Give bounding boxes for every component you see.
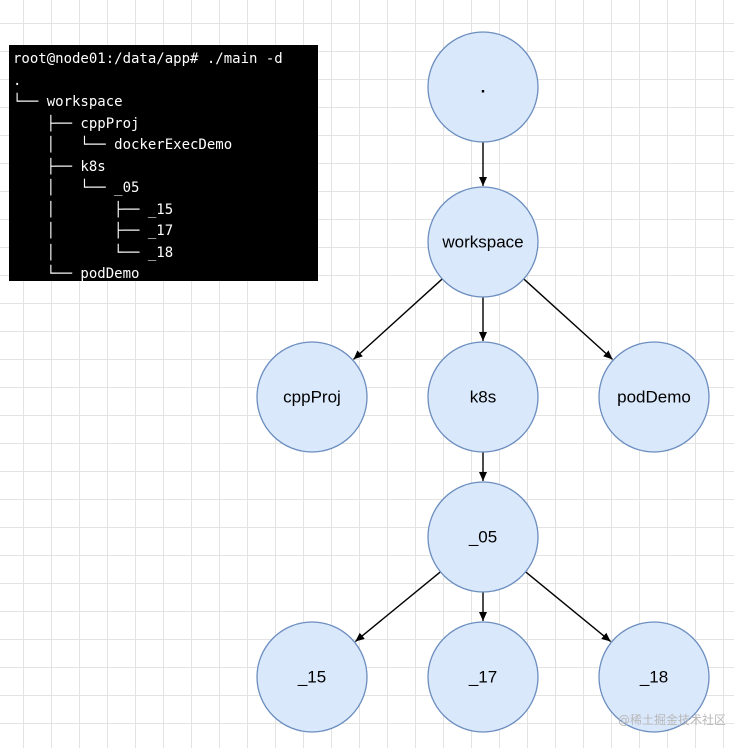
terminal-line: root@node01:/data/app# ./main -d <box>13 51 283 67</box>
terminal-line: │ └── dockerExecDemo <box>13 137 233 153</box>
tree-node-cppProj: cppProj <box>256 341 368 453</box>
terminal-line: └── workspace <box>13 94 123 110</box>
tree-node-15: _15 <box>256 621 368 733</box>
terminal-line: └── podDemo <box>13 266 140 282</box>
terminal-window: root@node01:/data/app# ./main -d . └── w… <box>9 45 318 282</box>
node-circle <box>256 621 368 733</box>
edge-_05-to-_18 <box>525 571 612 643</box>
edge-workspace-to-cppProj <box>353 278 443 360</box>
node-circle <box>427 341 539 453</box>
node-label: k8s <box>470 388 496 407</box>
tree-node-18: _18 <box>598 621 710 733</box>
terminal-line: │ ├── _15 <box>13 201 174 218</box>
tree-node-17: _17 <box>427 621 539 733</box>
node-circle <box>256 341 368 453</box>
terminal-line: │ └── _18 <box>13 244 174 261</box>
tree-node-k8s: k8s <box>427 341 539 453</box>
node-label: podDemo <box>617 388 691 407</box>
node-label: . <box>481 78 486 97</box>
tree-node-podDemo: podDemo <box>598 341 710 453</box>
edge-arrow <box>353 278 443 360</box>
terminal-line: │ └── _05 <box>13 180 140 196</box>
node-label: _17 <box>468 668 497 687</box>
node-circle <box>427 621 539 733</box>
edge-_05-to-_15 <box>354 571 441 643</box>
tree-node-workspace: workspace <box>427 186 539 298</box>
terminal-line: ├── cppProj <box>13 115 140 132</box>
node-label: _05 <box>468 528 497 547</box>
node-label: cppProj <box>283 388 341 407</box>
node-label: _18 <box>639 668 668 687</box>
terminal-line: │ ├── _17 <box>13 223 174 239</box>
tree-node-root: . <box>427 31 539 143</box>
edge-arrow <box>354 571 441 643</box>
tree-node-05: _05 <box>427 481 539 593</box>
terminal-line: . <box>13 72 22 89</box>
node-circle <box>427 186 539 298</box>
edge-arrow <box>525 571 612 643</box>
edge-workspace-to-podDemo <box>523 278 613 360</box>
node-label: _15 <box>297 668 326 687</box>
node-circle <box>598 341 710 453</box>
node-circle <box>427 481 539 593</box>
edge-arrow <box>523 278 613 360</box>
node-circle <box>598 621 710 733</box>
node-label: workspace <box>441 233 523 252</box>
watermark: @稀土掘金技术社区 <box>617 713 726 727</box>
node-circle <box>427 31 539 143</box>
terminal-line: ├── k8s <box>13 158 106 175</box>
